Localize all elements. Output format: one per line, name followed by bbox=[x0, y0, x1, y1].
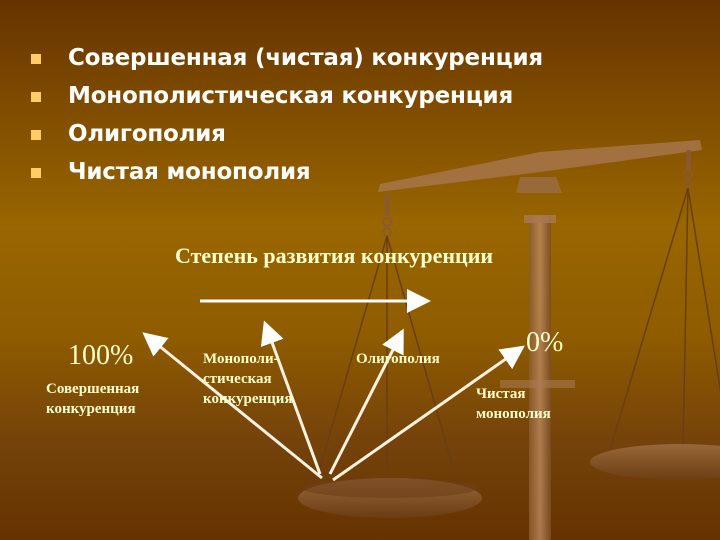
market-types-list: Совершенная (чистая) конкуренция Монопол… bbox=[30, 40, 543, 192]
list-item-text: Чистая монополия bbox=[68, 159, 311, 185]
right-percent: 0% bbox=[526, 327, 564, 358]
label-line: конкуренция bbox=[46, 401, 136, 417]
square-bullet-icon bbox=[31, 54, 41, 64]
arrow-to-monopoly-icon bbox=[332, 345, 525, 482]
arrow-to-oligopoly-icon bbox=[328, 328, 404, 475]
list-item: Олигополия bbox=[30, 116, 543, 154]
label-line: стическая bbox=[203, 371, 272, 387]
label-monopolistic-competition: Монополи- стическая конкуренция bbox=[203, 349, 293, 409]
label-line: конкуренция bbox=[203, 391, 293, 407]
label-line: Монополи- bbox=[203, 351, 279, 367]
arrow-to-perfect-icon bbox=[142, 332, 323, 480]
diagram-title: Степень развития конкуренции bbox=[175, 243, 494, 268]
list-item: Чистая монополия bbox=[30, 154, 543, 192]
label-line: Чистая bbox=[476, 386, 526, 402]
label-pure-monopoly: Чистая монополия bbox=[476, 384, 551, 424]
label-line: монополия bbox=[476, 406, 551, 422]
label-oligopoly: Олигополия bbox=[356, 349, 440, 369]
label-line: Олигополия bbox=[356, 351, 440, 367]
square-bullet-icon bbox=[31, 92, 41, 102]
list-item-text: Совершенная (чистая) конкуренция bbox=[68, 45, 543, 71]
arrow-to-monopolistic-icon bbox=[260, 320, 322, 475]
list-item-text: Олигополия bbox=[68, 121, 226, 147]
list-item: Монополистическая конкуренция bbox=[30, 78, 543, 116]
list-item-text: Монополистическая конкуренция bbox=[68, 83, 514, 109]
label-perfect-competition: Совершенная конкуренция bbox=[46, 379, 139, 419]
label-line: Совершенная bbox=[46, 381, 140, 397]
square-bullet-icon bbox=[31, 130, 41, 140]
left-percent: 100% bbox=[68, 340, 134, 371]
list-item: Совершенная (чистая) конкуренция bbox=[30, 40, 543, 78]
square-bullet-icon bbox=[31, 168, 41, 178]
